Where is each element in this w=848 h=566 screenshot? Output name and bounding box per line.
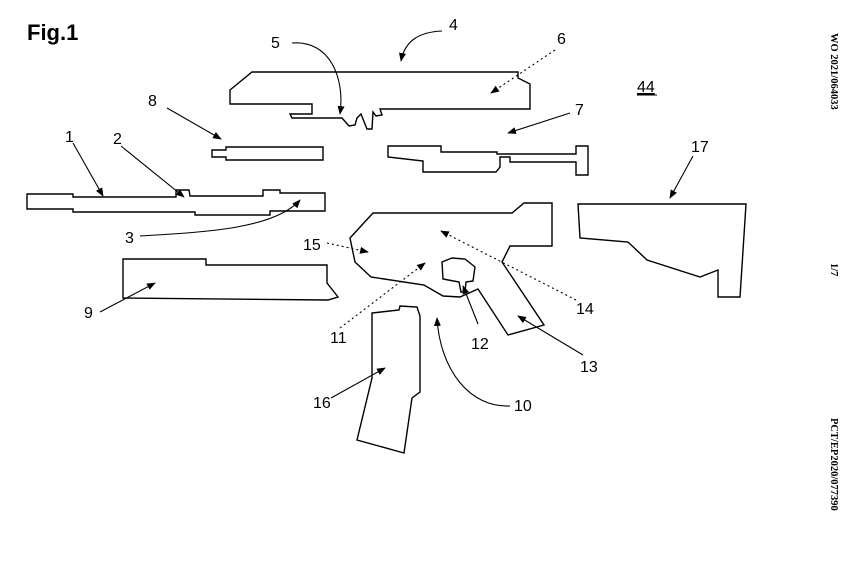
numeral-3: 3 xyxy=(125,230,134,247)
leader-15 xyxy=(326,242,369,254)
lower-rail-part-9 xyxy=(122,258,340,301)
assembly-numeral-44: 44 xyxy=(637,79,655,96)
numeral-12: 12 xyxy=(471,336,489,353)
leader-14 xyxy=(440,230,577,301)
leader-8 xyxy=(166,107,222,140)
figure-title: Fig.1 xyxy=(27,20,79,45)
numeral-11: 11 xyxy=(330,330,347,347)
trigger-part-12 xyxy=(441,257,476,293)
numeral-8: 8 xyxy=(148,93,157,110)
numeral-13: 13 xyxy=(580,359,598,376)
leader-16 xyxy=(330,367,386,399)
leader-7 xyxy=(507,112,571,134)
leader-17 xyxy=(669,155,694,199)
rail-assembly-part-1-2-3 xyxy=(26,189,326,216)
leader-10 xyxy=(433,317,511,407)
bolt-carrier-part-7 xyxy=(387,145,589,176)
numeral-15: 15 xyxy=(303,237,321,254)
leader-4 xyxy=(399,30,443,62)
magazine-part-16 xyxy=(356,305,421,454)
numeral-9: 9 xyxy=(84,305,93,322)
leader-2 xyxy=(120,145,185,198)
numeral-10: 10 xyxy=(514,398,532,415)
leader-12 xyxy=(462,285,479,325)
leader-5 xyxy=(291,42,345,115)
numeral-14: 14 xyxy=(576,301,594,318)
numeral-2: 2 xyxy=(113,131,122,148)
leader-1 xyxy=(72,142,104,197)
numeral-6: 6 xyxy=(557,31,566,48)
numeral-4: 4 xyxy=(449,17,458,34)
leader-13 xyxy=(517,315,584,356)
numeral-17: 17 xyxy=(691,139,709,156)
leader-3 xyxy=(139,199,301,237)
stock-part-17 xyxy=(577,203,747,298)
numeral-5: 5 xyxy=(271,35,280,52)
leader-9 xyxy=(99,282,156,313)
numeral-7: 7 xyxy=(575,102,584,119)
numeral-16: 16 xyxy=(313,395,331,412)
numeral-1: 1 xyxy=(65,129,74,146)
upper-receiver-part-6 xyxy=(229,71,531,130)
barrel-part-8 xyxy=(211,146,324,161)
